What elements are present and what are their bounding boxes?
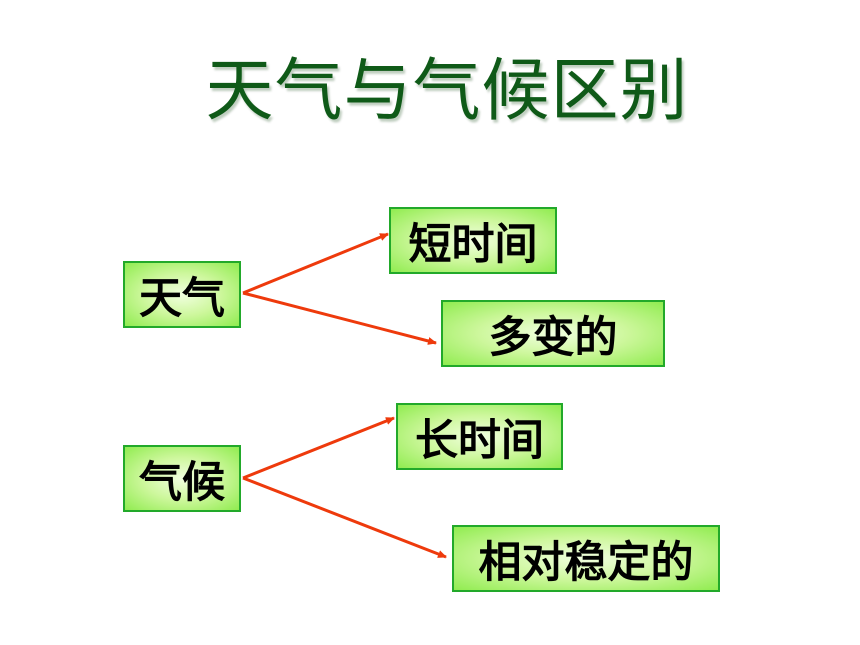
trait-box-changeable: 多变的 [441, 300, 665, 367]
slide-title: 天气与气候区别 [205, 52, 689, 131]
arrow-qihou-to-changshijian [242, 416, 395, 480]
term-label-weather: 天气 [139, 273, 225, 324]
arrow-tianqi-to-duobiande [242, 291, 437, 345]
trait-label-relatively-stable: 相对稳定的 [478, 537, 694, 588]
trait-box-relatively-stable: 相对稳定的 [452, 525, 720, 592]
term-box-climate: 气候 [123, 445, 241, 512]
trait-label-long-time: 长时间 [415, 415, 544, 466]
trait-label-changeable: 多变的 [488, 312, 618, 363]
term-box-weather: 天气 [123, 261, 241, 328]
trait-box-short-time: 短时间 [389, 207, 557, 274]
term-label-climate: 气候 [139, 457, 225, 508]
arrow-qihou-to-xiangduiwendingde [242, 476, 447, 559]
arrow-tianqi-to-duanshijian [242, 232, 389, 295]
trait-box-long-time: 长时间 [396, 403, 563, 470]
trait-label-short-time: 短时间 [408, 219, 538, 270]
